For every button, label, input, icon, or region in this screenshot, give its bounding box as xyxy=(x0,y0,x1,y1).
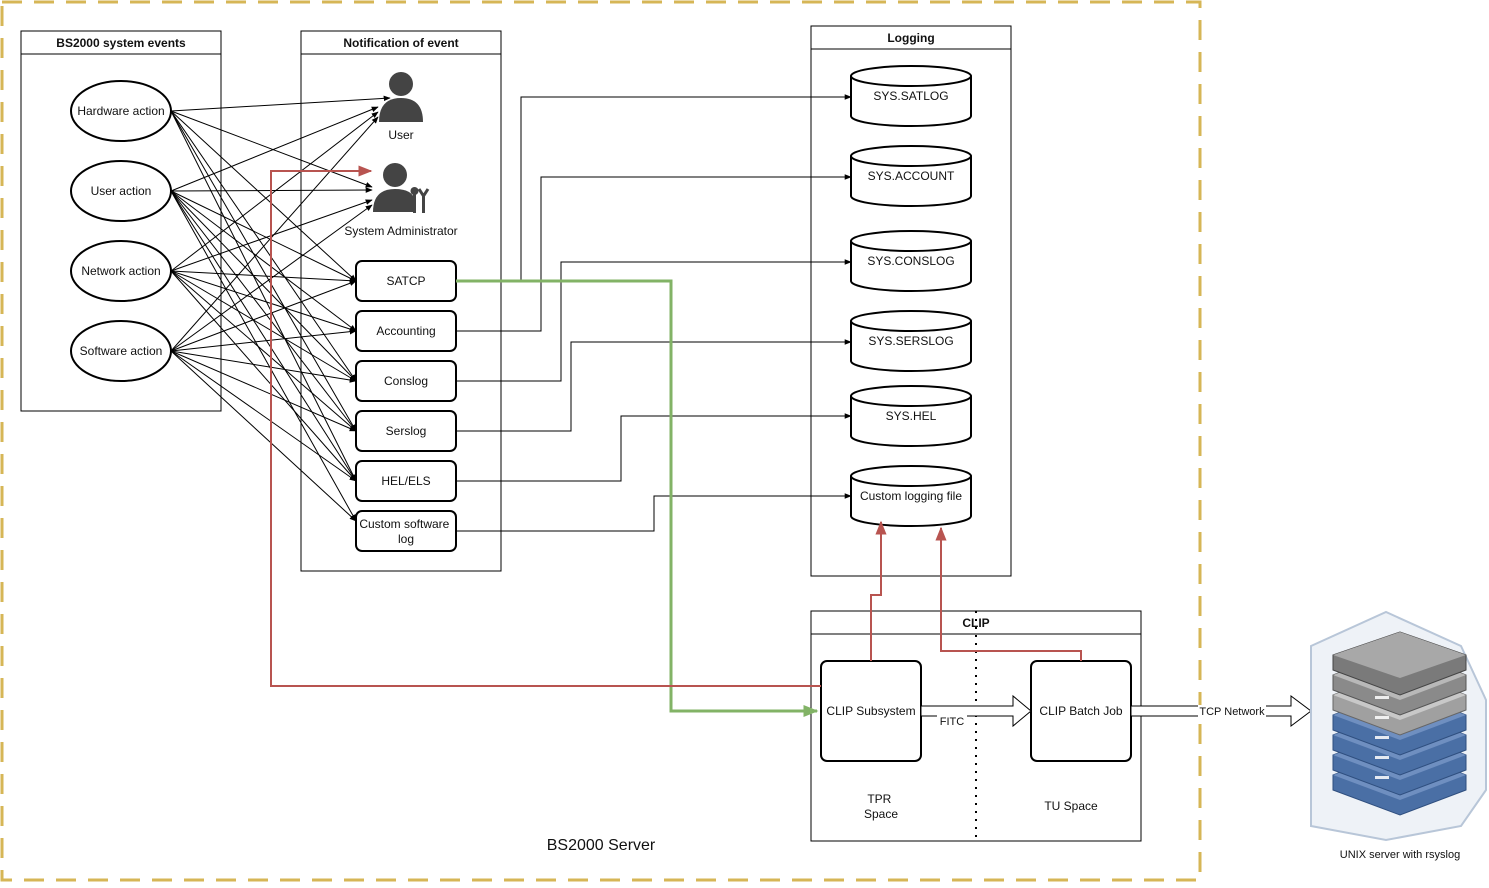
event-user-action: User action xyxy=(70,160,172,222)
server-label: BS2000 Server xyxy=(547,837,656,854)
svg-text:SYS.SATLOG: SYS.SATLOG xyxy=(873,89,948,103)
svg-text:Network action: Network action xyxy=(81,264,160,278)
svg-text:User action: User action xyxy=(91,184,152,198)
svg-text:Serslog: Serslog xyxy=(386,424,427,438)
svg-text:FITC: FITC xyxy=(940,716,964,728)
system-administrator-icon xyxy=(373,163,430,213)
tpr-space-label: TPR Space xyxy=(864,792,898,821)
svg-text:Accounting: Accounting xyxy=(376,324,435,338)
clip-panel: CLIP CLIP Subsystem CLIP Batch Job TPR S… xyxy=(810,610,1142,842)
log-sys-hel: SYS.HEL xyxy=(850,385,972,447)
svg-text:TCP Network: TCP Network xyxy=(1199,706,1265,718)
logging-panel: Logging SYS.SATLOG SYS.ACCOUNT SYS.CONSL… xyxy=(810,25,1012,577)
notification-panel: Notification of event User System Admini… xyxy=(300,30,502,572)
actor-admin-label: System Administrator xyxy=(344,224,457,238)
clip-batch-job: CLIP Batch Job xyxy=(1030,660,1132,762)
log-custom-logging-file: Custom logging file xyxy=(850,465,972,527)
clip-subsystem: CLIP Subsystem xyxy=(820,660,922,762)
notify-serslog: Serslog xyxy=(355,410,457,452)
svg-text:SYS.SERSLOG: SYS.SERSLOG xyxy=(868,334,953,348)
svg-text:SYS.CONSLOG: SYS.CONSLOG xyxy=(867,254,954,268)
satcp-to-clip-edge xyxy=(456,279,819,717)
svg-text:SATCP: SATCP xyxy=(386,274,425,288)
notify-conslog: Conslog xyxy=(355,360,457,402)
clip-title: CLIP xyxy=(962,616,989,630)
log-sys-serslog: SYS.SERSLOG xyxy=(850,310,972,372)
logging-title: Logging xyxy=(887,31,934,45)
svg-text:CLIP Batch Job: CLIP Batch Job xyxy=(1039,704,1122,718)
event-notification-edges xyxy=(170,95,391,522)
event-software-action: Software action xyxy=(70,320,172,382)
svg-text:SYS.HEL: SYS.HEL xyxy=(886,409,937,423)
notification-title: Notification of event xyxy=(343,36,458,50)
unix-server-icon xyxy=(1310,610,1487,842)
svg-text:Software action: Software action xyxy=(80,344,163,358)
tu-space-label: TU Space xyxy=(1044,799,1098,813)
user-icon xyxy=(379,72,423,122)
log-sys-conslog: SYS.CONSLOG xyxy=(850,230,972,292)
notification-logging-edges xyxy=(456,94,852,532)
svg-text:CLIP Subsystem: CLIP Subsystem xyxy=(826,704,915,718)
svg-text:SYS.ACCOUNT: SYS.ACCOUNT xyxy=(868,169,955,183)
log-sys-satlog: SYS.SATLOG xyxy=(850,65,972,127)
log-sys-account: SYS.ACCOUNT xyxy=(850,145,972,207)
notify-accounting: Accounting xyxy=(355,310,457,352)
svg-text:Custom logging file: Custom logging file xyxy=(860,489,962,503)
svg-text:Hardware action: Hardware action xyxy=(77,104,164,118)
unix-server-label: UNIX server with rsyslog xyxy=(1340,849,1460,861)
tcp-network-arrow: TCP Network xyxy=(1130,695,1312,727)
notify-satcp: SATCP xyxy=(355,260,457,302)
notify-hel-els: HEL/ELS xyxy=(355,460,457,502)
notify-custom-software-log: Custom software log xyxy=(355,510,457,552)
bs2000-server-boundary xyxy=(0,0,1202,882)
event-network-action: Network action xyxy=(70,240,172,302)
svg-text:Conslog: Conslog xyxy=(384,374,428,388)
clip-red-edges xyxy=(270,165,1082,687)
event-hardware-action: Hardware action xyxy=(70,80,172,142)
fitc-arrow: FITC xyxy=(920,694,1032,728)
svg-text:HEL/ELS: HEL/ELS xyxy=(381,474,430,488)
events-panel: BS2000 system events Hardware action Use… xyxy=(20,30,222,412)
svg-text:Custom software log: Custom software log xyxy=(359,517,452,546)
events-title: BS2000 system events xyxy=(56,36,186,50)
actor-user-label: User xyxy=(388,128,413,142)
